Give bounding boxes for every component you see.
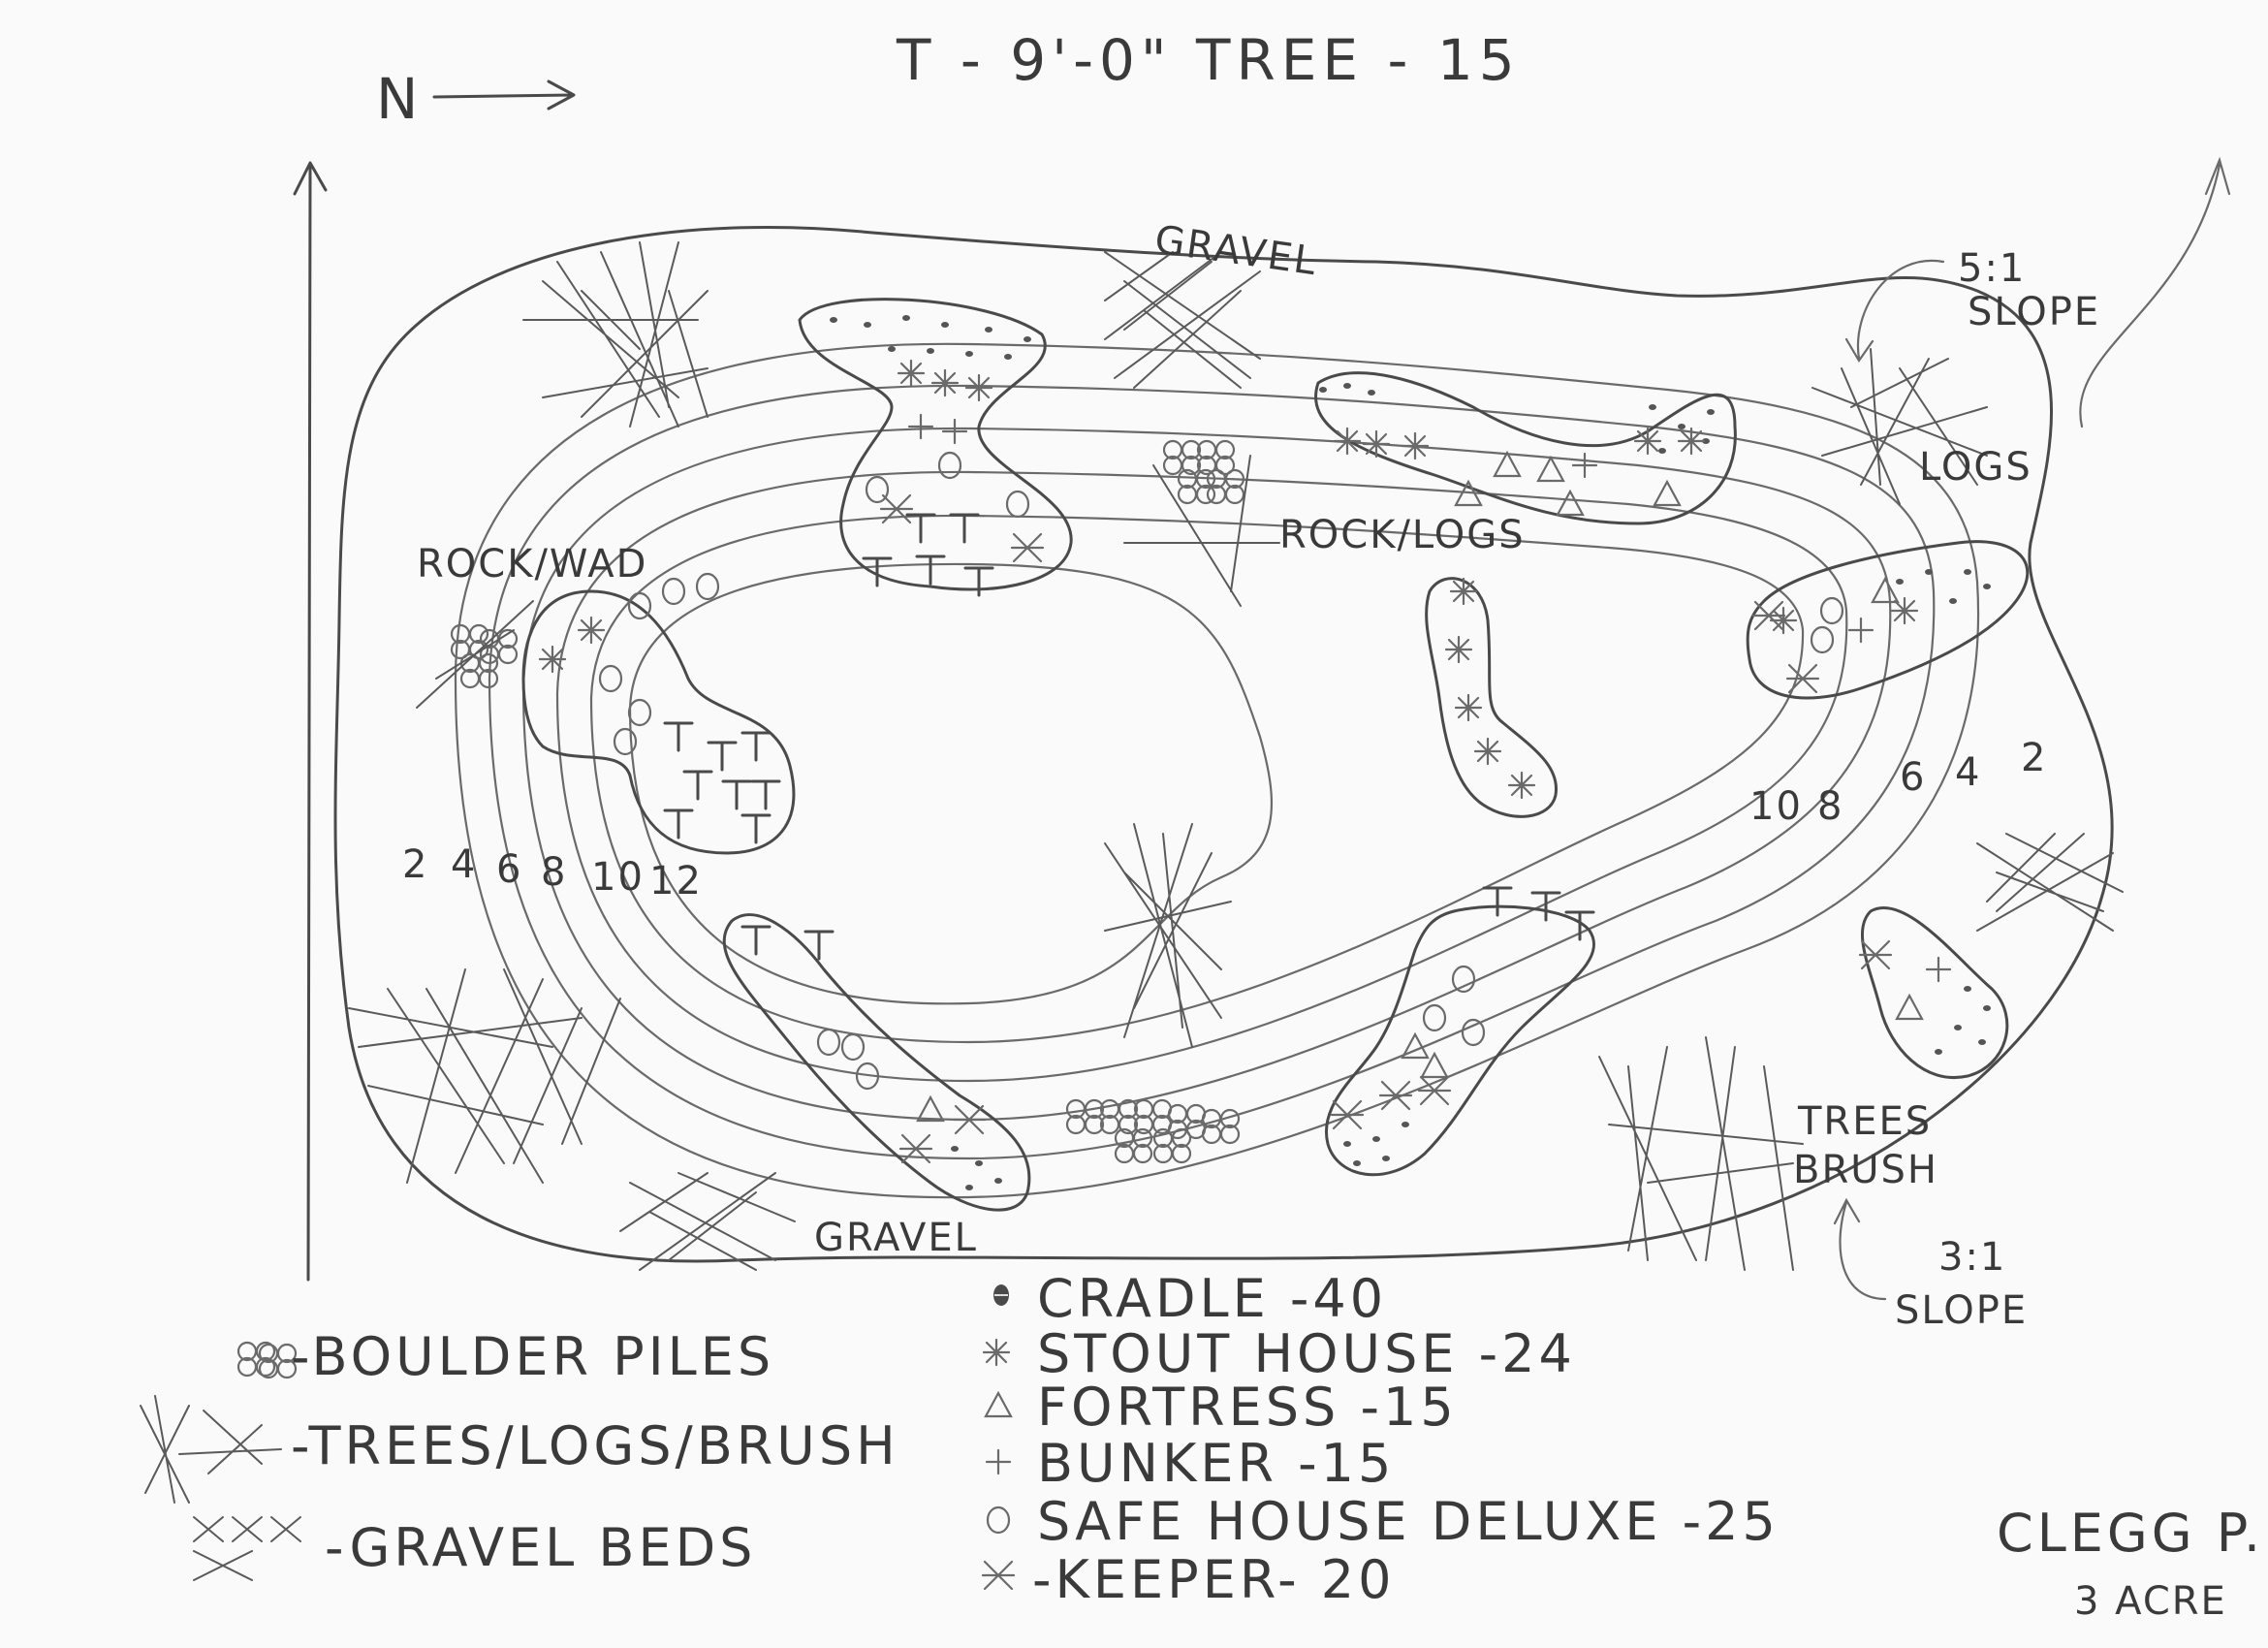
gravel-beds-icon bbox=[193, 1516, 301, 1581]
bunker-icon bbox=[985, 1448, 1012, 1475]
gravel-label-top: GRAVEL bbox=[1152, 217, 1321, 284]
stout-house-icon bbox=[982, 1338, 1011, 1367]
habitat-zone-center-right bbox=[1425, 577, 1559, 818]
pond-outline bbox=[333, 226, 2114, 1263]
slope-top-ratio: 5:1 bbox=[1958, 246, 2026, 291]
legend-left: -BOULDER PILES -TREES/LOGS/BRUSH -GRAVEL… bbox=[140, 1326, 899, 1581]
page-title: T - 9'-0" TREE - 15 bbox=[896, 27, 1521, 93]
habitat-zone-bottom-left bbox=[722, 913, 1031, 1212]
legend-item-bunker: BUNKER -15 bbox=[985, 1433, 1395, 1494]
trees-logs-brush-icon bbox=[140, 1395, 282, 1504]
boulder-piles-icon bbox=[236, 1341, 298, 1379]
legend-text: BUNKER -15 bbox=[1037, 1433, 1395, 1494]
habitat-zone-left bbox=[521, 589, 796, 855]
contour-label: 2 bbox=[2021, 736, 2047, 780]
legend-text: CRADLE -40 bbox=[1037, 1268, 1387, 1329]
legend-item-keeper: -KEEPER- 20 bbox=[981, 1549, 1396, 1610]
legend-text: -TREES/LOGS/BRUSH bbox=[291, 1415, 899, 1476]
legend-item-fortress: FORTRESS -15 bbox=[984, 1377, 1458, 1438]
contour-label: 4 bbox=[1955, 750, 1981, 795]
logs-label: LOGS bbox=[1919, 445, 2032, 490]
contour-label: 6 bbox=[496, 847, 522, 892]
contour-label: 8 bbox=[541, 850, 567, 895]
contour-label: 2 bbox=[402, 842, 428, 887]
contour-label: 12 bbox=[649, 859, 703, 903]
brush-label: BRUSH bbox=[1793, 1148, 1938, 1192]
contour-labels-right: 10 8 6 4 2 bbox=[1749, 736, 2047, 829]
legend-item-gravel-beds: -GRAVEL BEDS bbox=[193, 1516, 756, 1581]
safe-house-symbols bbox=[598, 451, 1844, 1091]
habitat-zone-bottom-center bbox=[1325, 904, 1596, 1177]
gravel-beds bbox=[619, 251, 2124, 1271]
brush-cluster-center bbox=[1104, 823, 1232, 1048]
rock-logs-label: ROCK/LOGS bbox=[1279, 513, 1526, 557]
habitat-zones bbox=[521, 298, 2030, 1212]
contour-label: 4 bbox=[451, 842, 477, 887]
habitat-zone-far-right bbox=[1746, 540, 2030, 700]
contour-label: 10 bbox=[591, 855, 645, 900]
habitat-zone-top-right bbox=[1314, 371, 1737, 525]
brush-cluster-bottom-right bbox=[1598, 1036, 1804, 1271]
safe-house-icon bbox=[986, 1505, 1011, 1535]
brush-clusters bbox=[348, 241, 1988, 1271]
legend-text: -KEEPER- 20 bbox=[1032, 1549, 1396, 1610]
gravel-bed-right bbox=[1976, 833, 2124, 932]
gravel-label-bottom: GRAVEL bbox=[814, 1216, 978, 1260]
contour-labels-left: 2 4 6 8 10 12 bbox=[402, 842, 703, 903]
habitat-zone-bottom-right bbox=[1861, 906, 2009, 1079]
right-slope-line bbox=[2079, 156, 2231, 428]
contour-label: 8 bbox=[1817, 784, 1843, 829]
legend-text: -BOULDER PILES bbox=[291, 1326, 774, 1387]
gravel-bed-top bbox=[1104, 251, 1261, 389]
contour-label: 6 bbox=[1900, 755, 1926, 800]
legend-item-boulder-piles: -BOULDER PILES bbox=[236, 1326, 774, 1387]
habitat-zone-top-left bbox=[798, 298, 1073, 591]
brush-cluster-bottom-left bbox=[348, 968, 621, 1184]
legend-item-safe-house: SAFE HOUSE DELUXE -25 bbox=[986, 1491, 1780, 1552]
logs-pile-rock-logs bbox=[1123, 455, 1280, 607]
legend-text: SAFE HOUSE DELUXE -25 bbox=[1037, 1491, 1780, 1552]
trees-label: TREES bbox=[1797, 1099, 1932, 1144]
brush-cluster-top-right bbox=[1811, 348, 1988, 505]
rock-wad-label: ROCK/WAD bbox=[417, 542, 647, 586]
pond-area: 3 ACRE bbox=[2074, 1579, 2227, 1624]
logs-pile-left bbox=[416, 600, 534, 709]
area-labels: GRAVEL GRAVEL ROCK/LOGS ROCK/WAD LOGS 5:… bbox=[417, 217, 2100, 1333]
slope-top-word: SLOPE bbox=[1968, 290, 2100, 334]
boulder-pile bbox=[1162, 439, 1245, 505]
north-arrow-icon: N bbox=[376, 66, 576, 132]
designer-signature: CLEGG P. bbox=[1997, 1503, 2264, 1564]
slope-bottom-word: SLOPE bbox=[1895, 1288, 2028, 1333]
legend-text: STOUT HOUSE -24 bbox=[1037, 1323, 1576, 1384]
gravel-bed-bottom-left bbox=[619, 1172, 796, 1271]
legend-text: FORTRESS -15 bbox=[1037, 1377, 1458, 1438]
slope-bottom-ratio: 3:1 bbox=[1938, 1235, 2006, 1280]
north-label: N bbox=[376, 66, 424, 132]
legend-right: CRADLE -40 STOUT HOUSE -24 FORTRESS -15 … bbox=[981, 1268, 1780, 1610]
fortress-icon bbox=[984, 1391, 1013, 1418]
legend-item-cradle: CRADLE -40 bbox=[992, 1268, 1387, 1329]
contour-label: 10 bbox=[1749, 784, 1803, 829]
legend-item-stout-house: STOUT HOUSE -24 bbox=[982, 1323, 1576, 1384]
signature-block: CLEGG P. 3 ACRE bbox=[1997, 1503, 2264, 1624]
brush-cluster-top-left bbox=[522, 241, 709, 428]
keeper-icon bbox=[981, 1560, 1016, 1591]
slope-top-arrow-icon bbox=[1844, 259, 1945, 364]
left-border-arrow bbox=[293, 161, 328, 1282]
legend-item-trees-logs-brush: -TREES/LOGS/BRUSH bbox=[140, 1395, 899, 1504]
cradle-icon bbox=[992, 1284, 1010, 1307]
legend-text: -GRAVEL BEDS bbox=[325, 1517, 756, 1578]
slope-bottom-arrow-icon bbox=[1833, 1197, 1887, 1301]
